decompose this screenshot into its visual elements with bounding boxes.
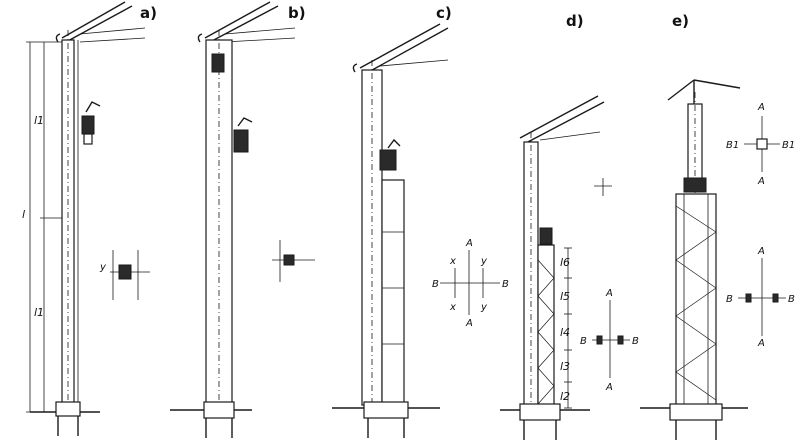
dim-l6: l6: [560, 256, 570, 269]
crane-hook: [85, 101, 101, 113]
roof-line: [61, 1, 126, 39]
roof-line: [519, 95, 599, 139]
gutter: [352, 63, 358, 73]
section-chord: [772, 293, 779, 303]
roof-truss: [539, 131, 601, 141]
axis-a-bottom: A: [757, 176, 765, 187]
foundation-block: [55, 401, 81, 417]
gutter: [55, 33, 61, 43]
panel-a-label: a): [140, 4, 157, 22]
dim-l4: l4: [560, 326, 570, 339]
roof-truss: [79, 27, 146, 35]
column-shaft: [205, 39, 233, 406]
axis-a-bottom: A: [605, 382, 613, 393]
crane-bracket: [683, 177, 707, 193]
axis-y-bottom: y: [480, 302, 488, 313]
axis-a-bottom: A: [757, 338, 765, 349]
axis-b-right: B: [788, 294, 795, 305]
axis-b-left: B: [726, 294, 733, 305]
panel-b: b): [170, 1, 315, 438]
roof-line: [204, 1, 271, 39]
crane-bracket: [539, 227, 553, 245]
section-chord: [596, 335, 603, 345]
foundation-block: [519, 403, 561, 421]
section-box: [756, 138, 768, 150]
column-shaft: [61, 39, 75, 406]
dim-upper-label: l1: [34, 114, 44, 127]
axis-a-top: A: [757, 102, 765, 113]
foundation-block: [203, 401, 235, 419]
roof-line: [364, 27, 449, 75]
dim-l5: l5: [560, 290, 570, 303]
axis-x-bottom: x: [449, 302, 456, 313]
roof-line: [523, 101, 605, 145]
section-chord: [745, 293, 752, 303]
dim-l3: l3: [560, 360, 570, 373]
axis-a-top: A: [605, 288, 613, 299]
section-chord: [617, 335, 624, 345]
roof-truss: [379, 59, 449, 67]
panel-b-label: b): [288, 4, 306, 22]
axis-a-top: A: [757, 246, 765, 257]
panel-e-label: e): [672, 12, 689, 30]
crane-beam: [83, 133, 93, 145]
lattice-tower: [675, 193, 717, 407]
axis-a-bottom: A: [465, 318, 473, 329]
top-bearing: [211, 53, 225, 73]
dim-total-label: l: [22, 208, 25, 221]
roof-line: [693, 79, 741, 89]
axis-b-left: B: [580, 336, 587, 347]
section-axis-label: y: [99, 262, 107, 273]
panel-e: e) A B1 B1 A A B B A: [640, 12, 795, 440]
panel-d: d) l6 l5 l4 l3 l2 A B B A: [500, 12, 639, 440]
roof-line: [667, 79, 695, 101]
axis-b-right: B: [632, 336, 639, 347]
axis-b1-right: B1: [782, 140, 795, 151]
axis-x-top: x: [449, 256, 456, 267]
axis-y-top: y: [480, 256, 488, 267]
axis-b-left: B: [432, 279, 439, 290]
foundation-block: [669, 403, 723, 421]
crane-leg: [381, 179, 405, 406]
roof-truss: [224, 27, 296, 35]
section-web: [283, 254, 295, 266]
panel-a: a) l l1 l1 y: [22, 1, 157, 436]
roof-line: [65, 5, 133, 43]
column-shaft: [361, 69, 383, 406]
gutter: [197, 33, 203, 43]
lattice-bracing: [537, 259, 555, 405]
dim-l2: l2: [560, 390, 570, 403]
crane-bracket: [233, 129, 249, 153]
panel-c: c) x A y B B x A y: [332, 4, 509, 438]
foundation-block: [363, 401, 409, 419]
crane-hook: [387, 138, 401, 149]
roof-line: [359, 23, 441, 69]
roof-truss: [79, 37, 146, 43]
crane-bracket: [81, 115, 95, 135]
axis-b-right: B: [502, 279, 509, 290]
roof-line: [209, 5, 279, 43]
panel-c-label: c): [436, 4, 452, 22]
roof-truss: [224, 37, 296, 43]
panel-d-label: d): [566, 12, 584, 30]
crane-bracket: [379, 149, 397, 171]
lattice-bracing: [675, 205, 717, 401]
axis-b1-left: B1: [726, 140, 739, 151]
crane-hook: [237, 117, 253, 127]
axis-a-top: A: [465, 238, 473, 249]
section-web: [118, 264, 132, 280]
dim-lower-label: l1: [34, 306, 44, 319]
